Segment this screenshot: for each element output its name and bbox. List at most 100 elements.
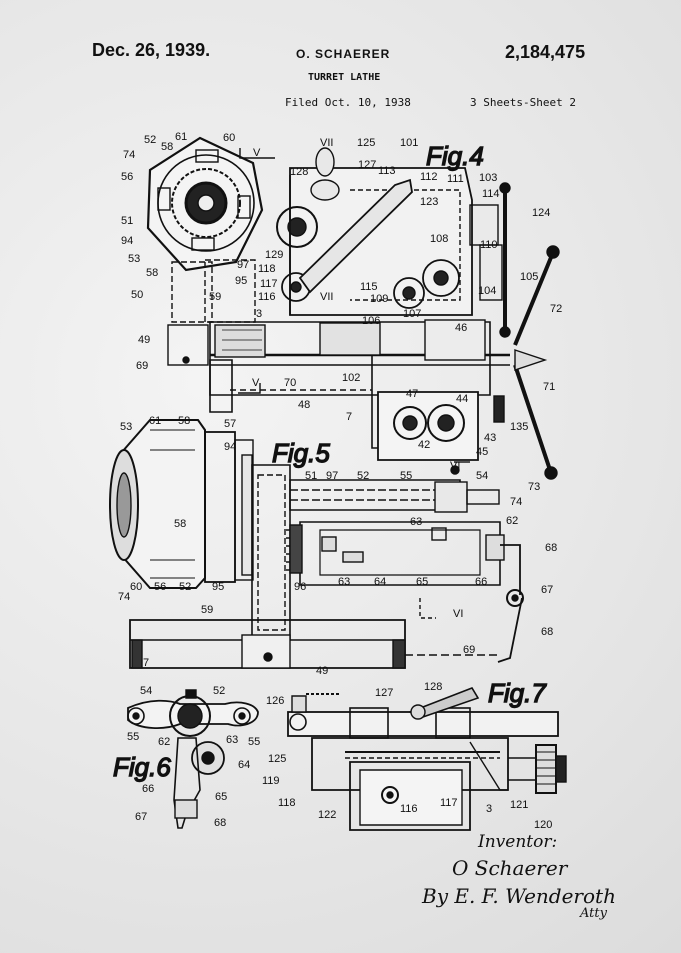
fig4-numeral: 102 — [342, 372, 360, 384]
fig4-numeral: 123 — [420, 196, 438, 208]
filed-date: Filed Oct. 10, 1938 — [285, 96, 411, 109]
fig6-numeral: 67 — [135, 811, 147, 823]
fig5-numeral: 67 — [541, 584, 553, 596]
fig4-numeral: 58 — [146, 267, 158, 279]
fig4-numeral: 95 — [235, 275, 247, 287]
fig7-numeral: 119 — [262, 775, 280, 787]
fig4-numeral: 72 — [550, 303, 562, 315]
fig5-numeral: 58 — [174, 518, 186, 530]
fig5-numeral: 56 — [154, 581, 166, 593]
fig7-numeral: 3 — [486, 803, 492, 815]
fig5-numeral: 66 — [475, 576, 487, 588]
fig5-numeral: 97 — [326, 470, 338, 482]
fig4-numeral: 50 — [131, 289, 143, 301]
fig6-numeral: 52 — [213, 685, 225, 697]
fig4-numeral: 48 — [298, 399, 310, 411]
fig5-numeral: 54 — [476, 470, 488, 482]
fig5-numeral: 73 — [528, 481, 540, 493]
fig4-numeral: 7 — [346, 411, 352, 423]
fig5-numeral: 53 — [120, 421, 132, 433]
fig4-numeral: 135 — [510, 421, 528, 433]
fig4-numeral: 94 — [121, 235, 133, 247]
signature-attorney-suffix: Atty — [580, 906, 607, 921]
fig4-numeral: 71 — [543, 381, 555, 393]
fig5-title: Fig.5 — [272, 438, 330, 468]
fig4-numeral: V — [252, 377, 260, 389]
fig4-numeral: 112 — [420, 171, 438, 183]
figure-4 — [146, 136, 560, 480]
fig5-numeral: 49 — [316, 665, 328, 677]
fig5-numeral: 55 — [400, 470, 412, 482]
fig5-numeral: 65 — [416, 576, 428, 588]
fig4-numeral: 110 — [480, 239, 498, 251]
fig5-numeral: 96 — [294, 581, 306, 593]
fig5-numeral: 95 — [212, 581, 224, 593]
fig5-numeral: 60 — [130, 581, 142, 593]
sheet-count: 3 Sheets-Sheet 2 — [470, 96, 576, 109]
fig5-numeral: 61 — [149, 415, 161, 427]
invention-title: TURRET LATHE — [308, 72, 381, 83]
fig7-numeral: 128 — [424, 681, 442, 693]
fig5-numeral: 52 — [179, 581, 191, 593]
fig4-numeral: 103 — [479, 172, 497, 184]
fig6-numeral: 63 — [226, 734, 238, 746]
fig4-numeral: 129 — [265, 249, 283, 261]
fig5-numeral: 62 — [506, 515, 518, 527]
fig7-numeral: 126 — [266, 695, 284, 707]
fig5-numeral: 74 — [510, 496, 522, 508]
fig4-numeral: 105 — [520, 271, 538, 283]
signature-attorney: By E. F. Wenderoth — [422, 884, 616, 908]
fig4-numeral: 107 — [403, 308, 421, 320]
fig7-numeral: 122 — [318, 809, 336, 821]
fig4-numeral: 118 — [258, 263, 276, 275]
fig4-numeral: 115 — [360, 281, 378, 293]
fig5-numeral: 57 — [224, 418, 236, 430]
fig5-numeral: 69 — [463, 644, 475, 656]
fig6-numeral: 55 — [248, 736, 260, 748]
fig5-numeral: 63 — [338, 576, 350, 588]
fig4-numeral: 104 — [478, 285, 496, 297]
fig4-numeral: 109 — [370, 293, 388, 305]
fig5-numeral: 58 — [178, 415, 190, 427]
fig4-numeral: 69 — [136, 360, 148, 372]
fig4-numeral: 45 — [476, 446, 488, 458]
fig5-numeral: 64 — [374, 576, 386, 588]
fig4-numeral: VII — [320, 137, 333, 149]
fig5-numeral: 51 — [305, 470, 317, 482]
fig4-numeral: VII — [320, 291, 333, 303]
fig5-numeral: 52 — [357, 470, 369, 482]
fig7-numeral: 118 — [278, 797, 296, 809]
fig4-numeral: 117 — [260, 278, 278, 290]
fig4-numeral: 114 — [482, 188, 500, 200]
fig7-numeral: 125 — [268, 753, 286, 765]
fig6-numeral: 55 — [127, 731, 139, 743]
fig6-numeral: 68 — [214, 817, 226, 829]
fig4-numeral: 125 — [357, 137, 375, 149]
fig4-numeral: 43 — [484, 432, 496, 444]
fig4-numeral: 61 — [175, 131, 187, 143]
fig4-numeral: 106 — [362, 315, 380, 327]
patent-date: Dec. 26, 1939. — [92, 40, 211, 60]
fig4-numeral: 124 — [532, 207, 550, 219]
fig5-numeral: 68 — [545, 542, 557, 554]
figure-6 — [127, 689, 259, 829]
fig4-numeral: 111 — [447, 173, 464, 185]
fig4-numeral: 52 — [144, 134, 156, 146]
fig7-numeral: 116 — [400, 803, 418, 815]
fig7-title: Fig.7 — [488, 678, 547, 708]
figure-7 — [287, 687, 567, 831]
fig6-numeral: 54 — [140, 685, 152, 697]
fig4-numeral: 44 — [456, 393, 468, 405]
fig4-numeral: 70 — [284, 377, 296, 389]
fig5-numeral: 59 — [201, 604, 213, 616]
fig4-numeral: 42 — [418, 439, 430, 451]
fig4-numeral: 116 — [258, 291, 276, 303]
fig7-numeral: 121 — [510, 799, 528, 811]
fig4-numeral: 108 — [430, 233, 448, 245]
fig4-numeral: 59 — [209, 291, 221, 303]
inventor-name: O. SCHAERER — [296, 47, 391, 61]
fig4-title: Fig.4 — [426, 141, 484, 171]
